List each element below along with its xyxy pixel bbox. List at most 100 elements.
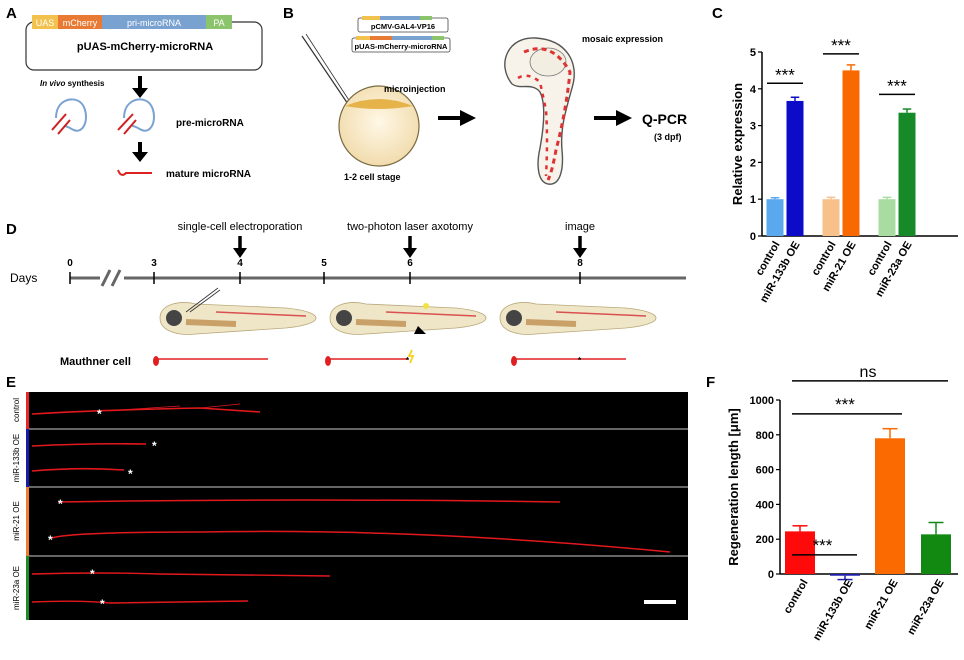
plasmid2-seg3	[392, 36, 432, 40]
construct-pa	[206, 15, 232, 29]
construct-pa-label: PA	[213, 18, 224, 28]
row-colorbar-mir133b	[26, 429, 29, 487]
axotomy-markers: * * * * * * *	[48, 407, 157, 611]
category-label: control	[782, 578, 811, 616]
microinjection-label: microinjection	[384, 84, 446, 94]
bar	[898, 112, 916, 236]
plasmid1-seg2	[380, 16, 420, 20]
panel-a: A UAS mCherry pri-microRNA PA pUAS-mCher…	[6, 5, 263, 180]
mature-microrna-strand-icon	[117, 169, 152, 176]
significance-label: ***	[887, 76, 907, 95]
larva-3-icon	[499, 302, 657, 335]
row-colorbar-mir23a	[26, 556, 29, 620]
construct-uas-label: UAS	[36, 18, 55, 28]
construct-mcherry-label: mCherry	[63, 18, 98, 28]
scale-bar	[644, 600, 676, 604]
mauthner-cell-1-icon	[153, 356, 268, 366]
mauthner-label: Mauthner cell	[60, 356, 131, 368]
axon-mir21-1	[57, 499, 561, 503]
significance-label: ***	[813, 536, 833, 555]
mosaic-label: mosaic expression	[582, 34, 663, 44]
star-control: *	[97, 407, 102, 421]
star-mir133b-2: *	[128, 467, 133, 481]
bar	[921, 534, 951, 574]
axon-mir21-2	[51, 530, 671, 553]
event-axotomy: two-photon laser axotomy	[347, 221, 473, 233]
days-label: Days	[10, 271, 37, 285]
category-label: miR-21 OE	[862, 578, 900, 632]
pre-microrna-hairpin-icon	[117, 98, 155, 135]
y-tick-label: 4	[750, 84, 757, 96]
row-label-mir23a: miR-23a OE	[12, 566, 21, 610]
embryo-icon	[338, 85, 420, 167]
construct-uas	[32, 15, 58, 29]
micrograph-background	[26, 392, 688, 620]
axotomy-star-icon: *	[406, 356, 410, 365]
tick-label-5: 5	[321, 258, 327, 269]
row-label-mir133b: miR-133b OE	[12, 434, 21, 482]
larva-1-icon	[159, 287, 317, 335]
significance-label: ***	[835, 395, 855, 414]
y-tick-label: 5	[750, 47, 756, 59]
plasmid2-seg4	[432, 36, 444, 40]
image-star-icon: *	[578, 356, 582, 365]
panel-b-letter: B	[283, 5, 294, 22]
arrow-right-2-head-icon	[616, 110, 632, 126]
row-label-mir21: miR-21 OE	[12, 501, 21, 541]
arrow-electroporation-head-icon	[233, 248, 247, 258]
mauthner-cell-3-icon: *	[511, 356, 626, 366]
y-tick-label: 1	[750, 194, 756, 206]
bar	[822, 199, 840, 236]
row-colorbar-mir21	[26, 487, 29, 556]
arrow-image-head-icon	[573, 248, 587, 258]
tick-label-6: 6	[407, 258, 413, 269]
plasmid1-seg1	[362, 16, 380, 20]
y-tick-label: 600	[756, 465, 774, 477]
panel-d-letter: D	[6, 221, 17, 238]
bar	[830, 574, 860, 576]
y-tick-label: 0	[750, 231, 756, 243]
plasmid1-label: pCMV-GAL4-VP16	[371, 22, 435, 31]
plasmid1-seg3	[420, 16, 432, 20]
larva-2-icon	[329, 302, 487, 335]
synthesis-label-rest: synthesis	[65, 79, 105, 88]
event-image: image	[565, 221, 595, 233]
event-electroporation: single-cell electroporation	[178, 221, 303, 233]
qpcr-sub-label: (3 dpf)	[654, 132, 682, 142]
pri-microrna-hairpin-icon	[51, 98, 87, 135]
axon-control	[31, 407, 261, 415]
star-mir23a-1: *	[90, 567, 95, 581]
mauthner-cell-2-icon: *	[325, 349, 415, 366]
y-axis-label: Relative expression	[730, 83, 745, 205]
y-tick-label: 400	[756, 499, 774, 511]
axon-mir133b-2	[31, 467, 125, 472]
timeline-ticks: 0 3 4 5 6 8	[67, 258, 583, 284]
synthesis-label: In vivo synthesis	[40, 79, 105, 88]
axon-control-branches	[119, 403, 241, 411]
y-tick-label: 2	[750, 157, 756, 169]
panel-e-letter: E	[6, 374, 16, 391]
tick-label-0: 0	[67, 258, 73, 269]
significance-label: ***	[775, 65, 795, 84]
axon-mir23a-2	[31, 600, 249, 604]
y-tick-label: 3	[750, 121, 756, 133]
axis-break-icon	[100, 269, 122, 287]
mosaic-larva-icon	[504, 37, 575, 185]
bar	[785, 531, 815, 574]
arrow-right-1-head-icon	[460, 110, 476, 126]
stage-label: 1-2 cell stage	[344, 172, 401, 182]
qpcr-label: Q-PCR	[642, 111, 687, 127]
axon-mir133b-1	[31, 442, 147, 447]
needle-icon	[301, 35, 353, 111]
synthesis-label-italic: In vivo	[40, 79, 65, 88]
arrow-axotomy-head-icon	[403, 248, 417, 258]
y-tick-label: 800	[756, 430, 774, 442]
tick-label-4: 4	[237, 258, 243, 269]
star-mir23a-2: *	[100, 597, 105, 611]
plasmid2-label: pUAS-mCherry-microRNA	[355, 42, 449, 51]
row-colorbar-control	[26, 392, 29, 429]
bar	[766, 199, 784, 236]
embryo-cells-icon	[345, 99, 413, 109]
